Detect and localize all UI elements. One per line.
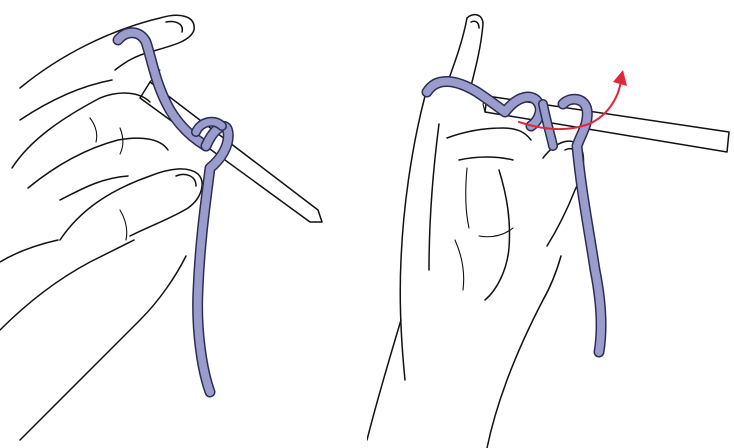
step-right-illustration — [367, 0, 734, 448]
step-left-illustration — [0, 0, 367, 448]
left-hand-drawing — [0, 0, 367, 448]
fingers-left — [12, 93, 168, 200]
yarn-right — [427, 81, 601, 352]
palm-left — [0, 240, 186, 440]
index-finger-right — [447, 15, 483, 86]
hand-back-right — [400, 82, 531, 380]
right-hand-drawing — [367, 0, 734, 448]
yarn-left — [118, 33, 228, 392]
thumb-left — [60, 169, 202, 240]
